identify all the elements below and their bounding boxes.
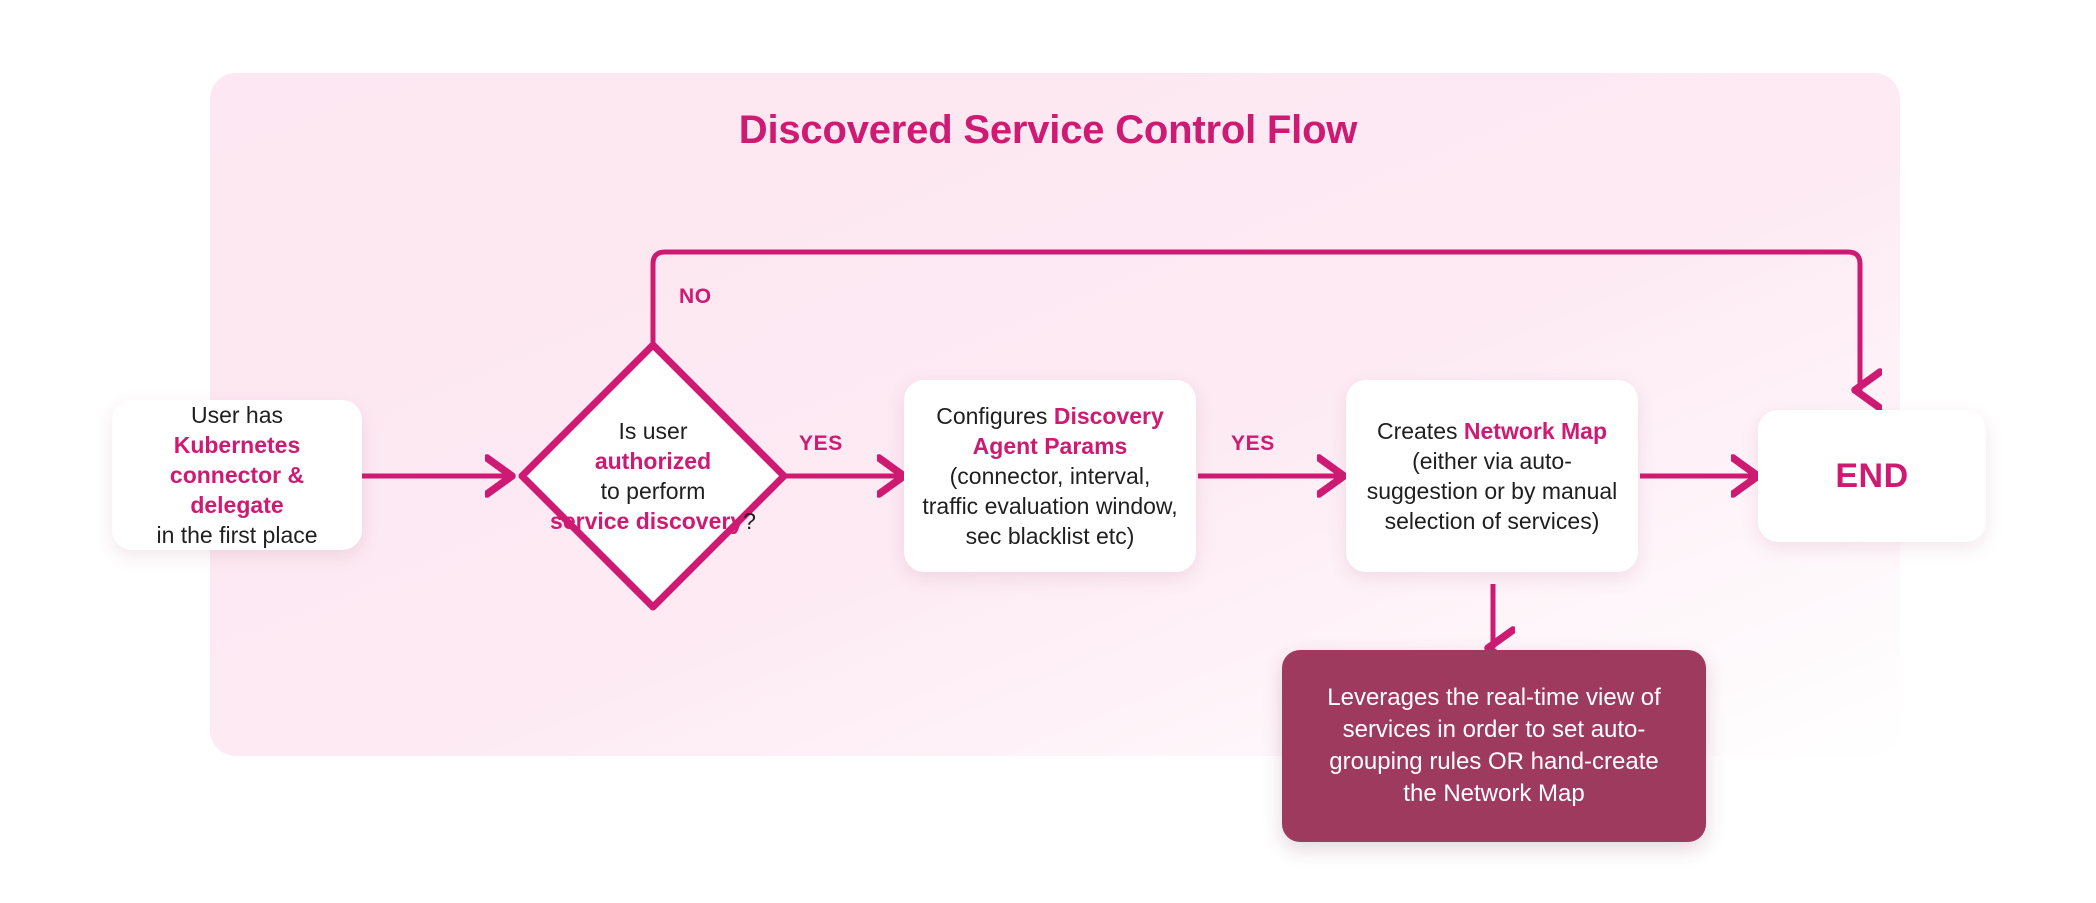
edge-label-no: NO: [679, 285, 712, 308]
node-end-label: END: [1835, 456, 1909, 495]
edge-label-yes-decision: YES: [799, 432, 843, 455]
edge-decision-no: [650, 249, 1860, 390]
page-title: Discovered Service Control Flow: [738, 108, 1358, 152]
node-create-network-map[interactable]: Creates Network Map(either via auto-sugg…: [1346, 380, 1638, 572]
node-network-map-text: Creates Network Map(either via auto-sugg…: [1366, 418, 1618, 534]
edge-label-yes-configure: YES: [1231, 432, 1275, 455]
node-end[interactable]: END: [1758, 410, 1986, 542]
decision-diamond-shape: [518, 341, 788, 611]
